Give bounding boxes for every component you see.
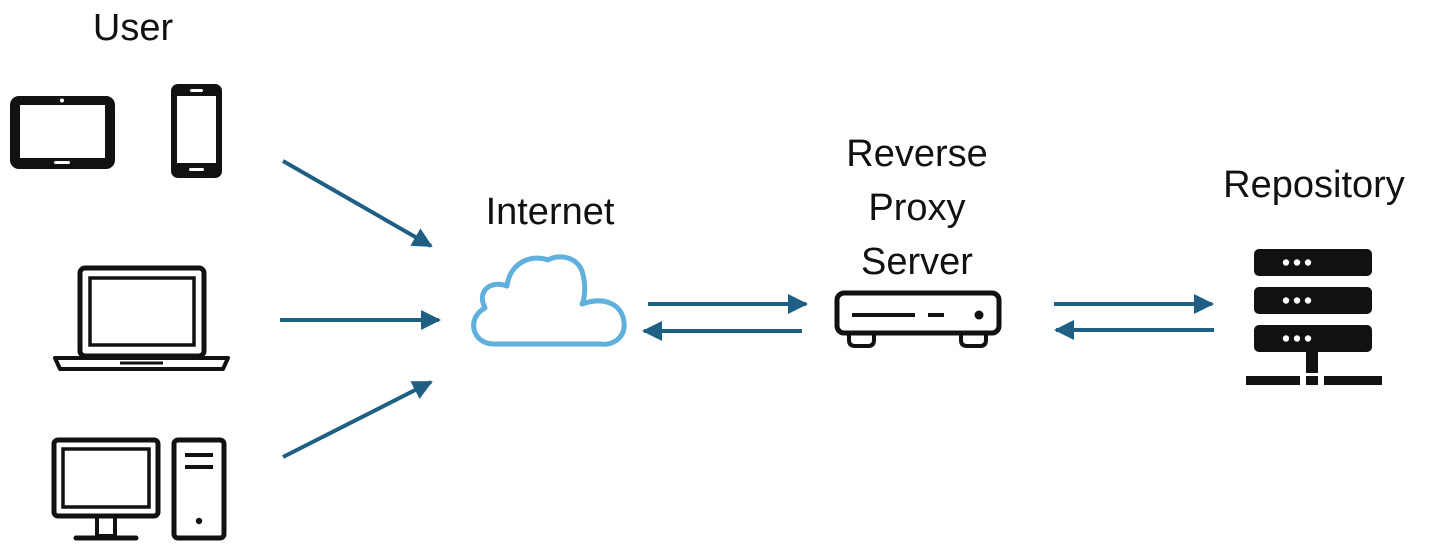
user-label: User: [93, 7, 174, 49]
proxy-label-line2: Proxy: [868, 187, 965, 229]
desktop-computer-icon: [51, 437, 227, 541]
server-rack-icon: [1246, 249, 1382, 385]
server-appliance-icon: [834, 290, 1002, 348]
smartphone-icon: [171, 84, 222, 178]
internet-label: Internet: [486, 191, 615, 233]
cloud-icon: [471, 254, 627, 347]
tablet-icon: [10, 96, 115, 169]
arrow-mobile-to-internet: [282, 159, 433, 248]
repository-label: Repository: [1223, 164, 1405, 206]
arrow-desktop-to-internet: [282, 380, 433, 459]
proxy-label-line1: Reverse: [846, 133, 988, 175]
proxy-label-line3: Server: [861, 241, 973, 283]
laptop-icon: [53, 265, 230, 371]
